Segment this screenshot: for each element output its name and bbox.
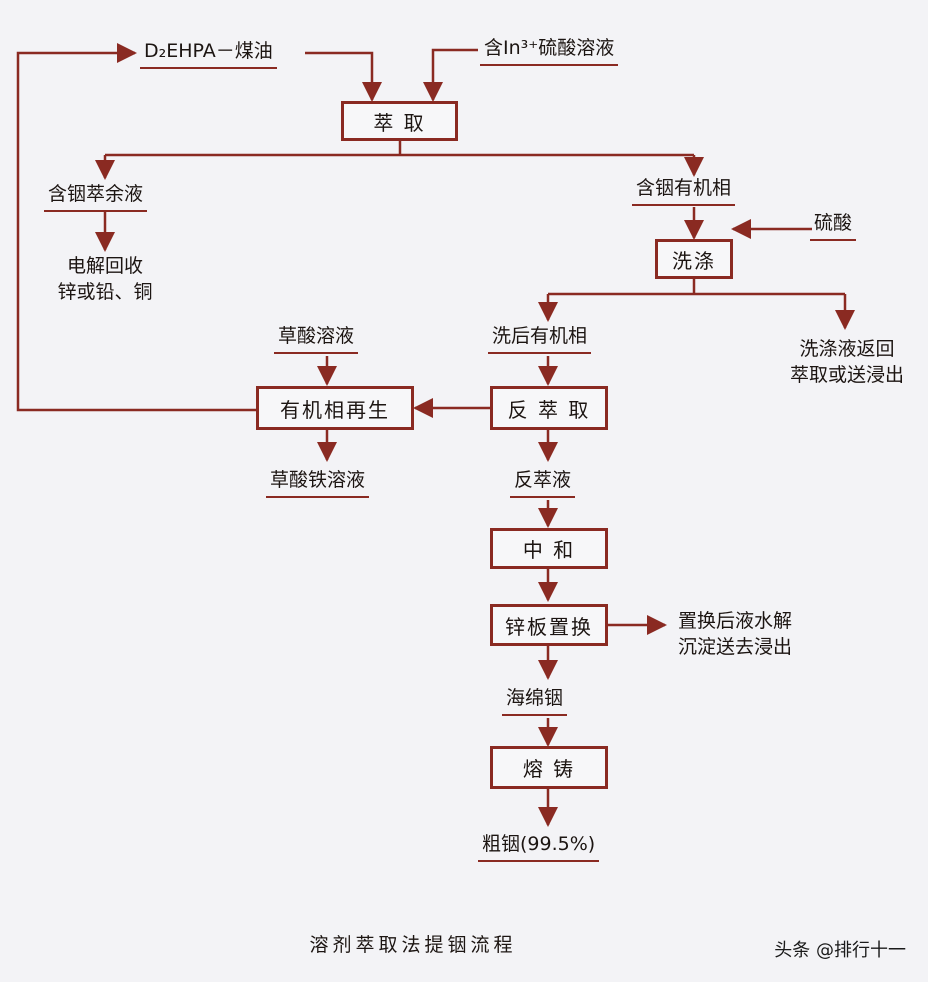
wash-return-label: 洗涤液返回 萃取或送浸出	[790, 336, 904, 388]
post-replace-line2: 沉淀送去浸出	[678, 636, 793, 658]
sponge-indium-label: 海绵铟	[502, 686, 568, 716]
extractant-label: D₂EHPA－煤油	[140, 39, 277, 69]
electrolysis-line1: 电解回收	[66, 255, 144, 277]
post-replace-line1: 置换后液水解	[678, 610, 793, 632]
strip-liquor-label: 反萃液	[510, 468, 576, 498]
wash-return-line1: 洗涤液返回	[799, 338, 895, 360]
diagram-caption: 溶剂萃取法提铟流程	[309, 934, 517, 956]
arrow-feed-to-extraction	[423, 48, 478, 102]
arrow-extractant-to-extraction	[305, 51, 382, 102]
washed-organic-label: 洗后有机相	[488, 324, 592, 354]
raffinate-label: 含铟萃余液	[44, 182, 148, 212]
post-replace-label: 置换后液水解 沉淀送去浸出	[678, 608, 792, 660]
stripping-box: 反 萃 取	[490, 386, 608, 430]
watermark: 头条 @排行十一	[774, 940, 906, 961]
sulfuric-acid-label: 硫酸	[810, 211, 857, 241]
loaded-organic-label: 含铟有机相	[632, 176, 736, 206]
electrolysis-line2: 锌或铅、铜	[57, 281, 153, 303]
regeneration-box: 有机相再生	[256, 386, 414, 430]
washing-box: 洗涤	[655, 239, 733, 279]
crude-indium-label: 粗铟(99.5%)	[478, 832, 600, 862]
wash-return-line2: 萃取或送浸出	[789, 364, 905, 386]
feed-label: 含In³⁺硫酸溶液	[480, 36, 619, 66]
neutralization-box: 中 和	[490, 528, 608, 569]
ferric-oxalate-label: 草酸铁溶液	[266, 468, 370, 498]
casting-box: 熔 铸	[490, 746, 608, 789]
oxalic-acid-label: 草酸溶液	[274, 324, 359, 354]
electrolysis-label: 电解回收 锌或铅、铜	[57, 253, 152, 305]
extraction-box: 萃 取	[341, 101, 458, 141]
arrow-recycle-loop	[16, 43, 256, 412]
zinc-replacement-box: 锌板置换	[490, 604, 608, 646]
